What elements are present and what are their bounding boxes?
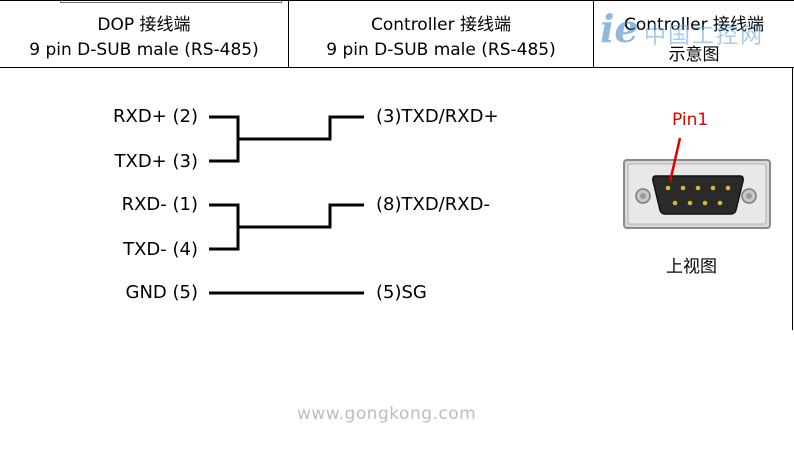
header-dop-subtitle: 9 pin D-SUB male (RS-485) [29,40,259,60]
logo-brand-text: 中国工控网 [644,24,765,49]
pin-label-txrx-plus: (3)TXD/RXD+ [376,106,499,127]
header-table: DOP 接线端 9 pin D-SUB male (RS-485) Contro… [0,0,794,68]
watermark-logo: ie 中国工控网 [596,4,794,51]
pin-label-sg: (5)SG [376,282,427,303]
pin-label-rxd-minus: RXD- (1) [121,194,198,215]
top-edge-strip [60,0,282,3]
wire-group-plus [209,115,364,163]
pin-label-rxd-plus: RXD+ (2) [113,106,198,127]
wire-plus-bracket [209,115,240,163]
header-cell-dop: DOP 接线端 9 pin D-SUB male (RS-485) [0,0,289,68]
watermark-url: www.gongkong.com [297,404,477,424]
right-border-line [792,68,793,330]
header-cell-controller: Controller 接线端 9 pin D-SUB male (RS-485) [289,0,594,68]
pin1-pointer-arrow [668,137,682,183]
header-diagram-title: Controller 接线端 [623,15,765,35]
wire-plus-link [238,115,364,141]
pin1-label: Pin1 [672,110,709,130]
header-controller-title: Controller 接线端 [370,15,512,35]
pin-label-txrx-minus: (8)TXD/RXD- [376,194,490,215]
wire-minus-bracket [209,203,240,251]
header-cell-diagram: Controller 接线端 示意图 [594,0,794,68]
pin-label-txd-minus: TXD- (4) [123,239,198,260]
header-diagram-subtitle: 示意图 [668,45,720,65]
header-dop-title: DOP 接线端 [97,15,191,35]
pin-label-gnd: GND (5) [125,282,199,303]
logo-mark: ie [600,6,639,51]
connector-caption: 上视图 [666,257,717,277]
db9-connector-icon [623,159,771,229]
wire-group-minus [209,203,364,251]
wire-minus-link [238,203,364,229]
header-controller-subtitle: 9 pin D-SUB male (RS-485) [326,40,556,60]
pin-label-txd-plus: TXD+ (3) [114,151,199,172]
